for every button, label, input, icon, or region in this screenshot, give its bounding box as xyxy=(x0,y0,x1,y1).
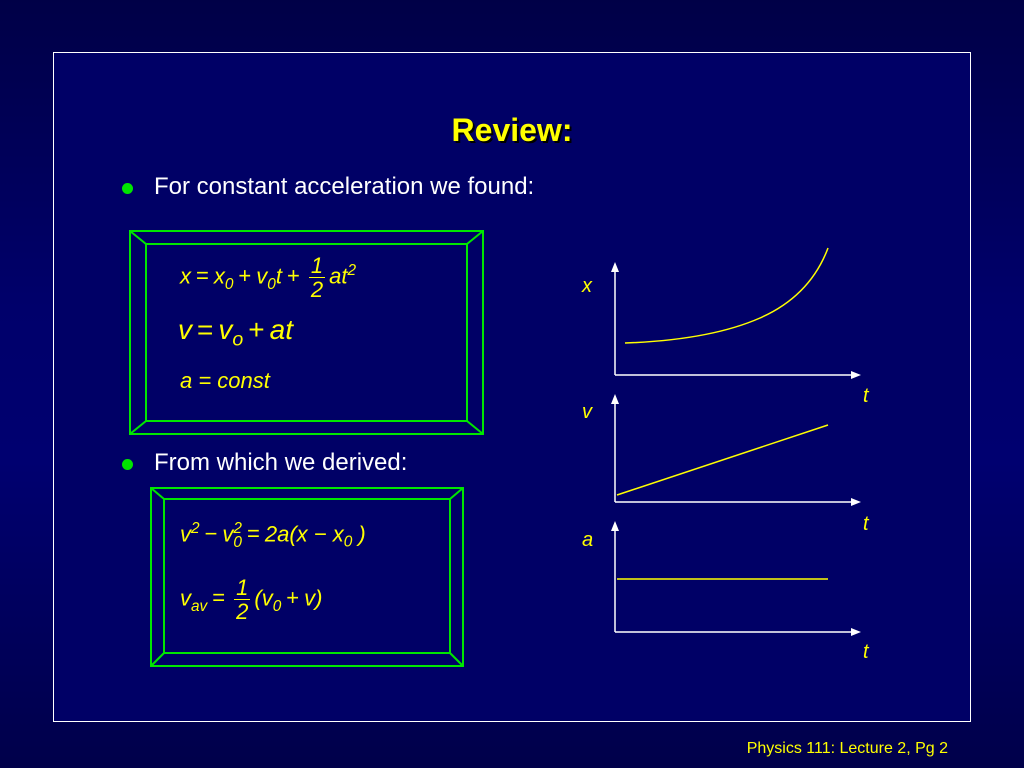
equation-box-frame xyxy=(129,230,484,435)
bullet-dot-icon xyxy=(122,183,133,194)
equation-box-frame xyxy=(150,487,464,667)
velocity-line xyxy=(616,424,829,496)
bullet-dot-icon xyxy=(122,459,133,470)
acceleration-equation: a = const xyxy=(180,368,270,393)
x-graph-y-arrow xyxy=(611,262,619,272)
v-graph-x-arrow xyxy=(851,498,861,506)
position-curve xyxy=(624,247,829,344)
graph-x-label: t xyxy=(863,385,870,407)
graph-x-label: t xyxy=(863,641,870,663)
bullet-text: For constant acceleration we found: xyxy=(154,173,535,200)
slide-frame xyxy=(53,52,971,722)
a-graph-x-arrow xyxy=(851,628,861,636)
v-graph-y-arrow xyxy=(611,394,619,404)
x-graph-x-arrow xyxy=(851,371,861,379)
bullet-text: From which we derived: xyxy=(154,449,408,476)
a-graph-y-arrow xyxy=(611,521,619,531)
slide-footer: Physics 111: Lecture 2, Pg 2 xyxy=(746,740,948,757)
graph-y-label: v xyxy=(582,401,593,423)
velocity-equation: v=vo+at xyxy=(178,314,293,351)
graph-y-label: a xyxy=(582,529,593,551)
slide-title: Review: xyxy=(451,112,573,148)
motion-graphs: x t v t a t xyxy=(581,247,870,663)
graph-x-label: t xyxy=(863,513,870,535)
graph-y-label: x xyxy=(581,275,593,297)
